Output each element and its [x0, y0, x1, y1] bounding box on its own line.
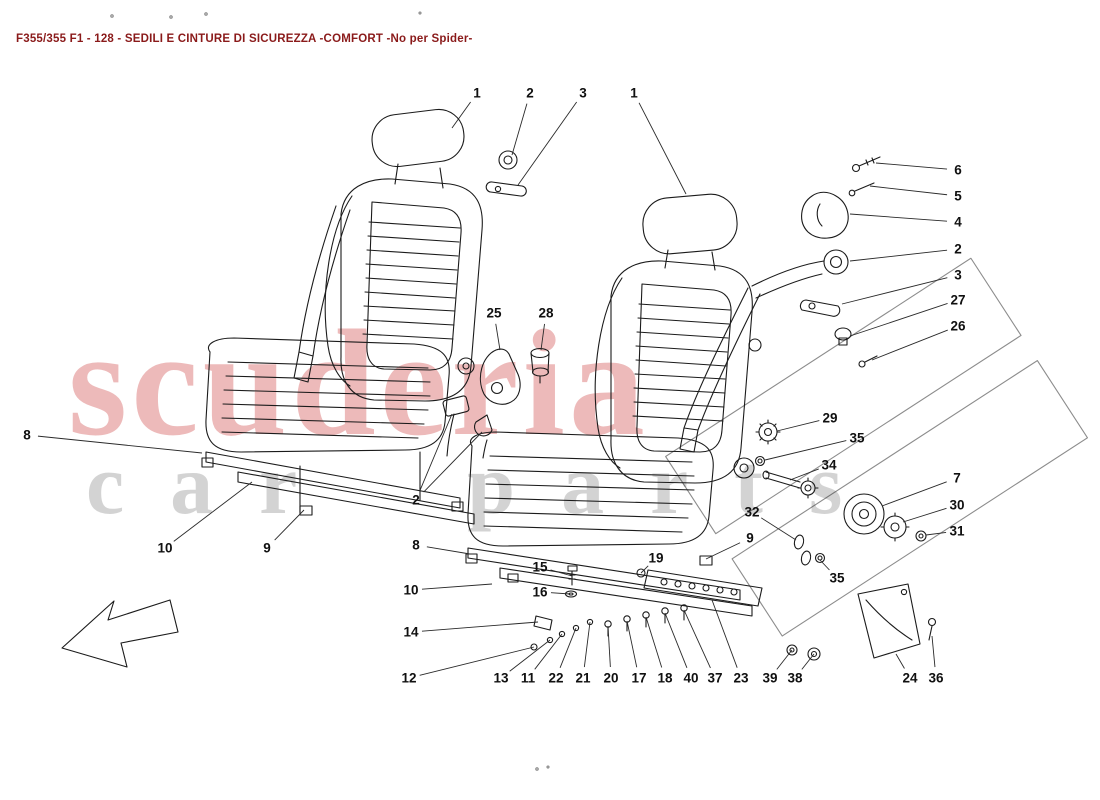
- part-callout-28: 28: [538, 305, 554, 321]
- belt-reel-bracket-left: [485, 150, 527, 197]
- part-callout-25: 25: [486, 305, 502, 321]
- recliner-mechanism: [754, 419, 927, 566]
- part-callout-8: 8: [23, 427, 31, 443]
- part-callout-35: 35: [829, 570, 845, 586]
- part-callout-1: 1: [630, 85, 638, 101]
- part-callout-34: 34: [821, 457, 837, 473]
- part-callout-15: 15: [532, 559, 548, 575]
- part-callout-18: 18: [657, 670, 673, 686]
- part-callout-17: 17: [631, 670, 647, 686]
- seat-right: [465, 193, 825, 617]
- part-callout-2: 2: [412, 492, 420, 508]
- cover-and-knob: [479, 347, 550, 405]
- part-callout-9: 9: [263, 540, 271, 556]
- part-callout-11: 11: [520, 670, 536, 686]
- part-callout-7: 7: [953, 470, 961, 486]
- part-callout-16: 16: [532, 584, 548, 600]
- part-callout-8: 8: [412, 537, 420, 553]
- part-callout-10: 10: [157, 540, 173, 556]
- part-callout-12: 12: [401, 670, 417, 686]
- part-callout-36: 36: [928, 670, 944, 686]
- part-callout-6: 6: [954, 162, 962, 178]
- part-callout-10: 10: [403, 582, 419, 598]
- part-callout-2: 2: [954, 241, 962, 257]
- part-callout-1: 1: [473, 85, 481, 101]
- part-callout-30: 30: [949, 497, 965, 513]
- part-callout-24: 24: [902, 670, 918, 686]
- part-callout-20: 20: [603, 670, 619, 686]
- part-callout-38: 38: [787, 670, 803, 686]
- part-callout-31: 31: [949, 523, 965, 539]
- part-callout-13: 13: [493, 670, 509, 686]
- part-callout-2: 2: [526, 85, 534, 101]
- part-callout-3: 3: [954, 267, 962, 283]
- buckle-center: [442, 395, 493, 459]
- bottom-fasteners: [530, 565, 821, 661]
- part-callout-37: 37: [707, 670, 723, 686]
- part-callout-14: 14: [403, 624, 419, 640]
- part-callout-3: 3: [579, 85, 587, 101]
- part-callout-23: 23: [733, 670, 749, 686]
- checkered-flag-watermark: [665, 257, 1089, 637]
- part-callout-4: 4: [954, 214, 962, 230]
- scan-specks: [110, 11, 550, 771]
- part-callout-22: 22: [548, 670, 564, 686]
- part-callout-21: 21: [575, 670, 591, 686]
- part-callout-29: 29: [822, 410, 838, 426]
- part-callout-27: 27: [950, 292, 966, 308]
- part-callout-5: 5: [954, 188, 962, 204]
- page-title: F355/355 F1 - 128 - SEDILI E CINTURE DI …: [16, 33, 473, 45]
- side-cover-panel: [857, 583, 937, 659]
- seat-left: [201, 108, 483, 525]
- part-callout-40: 40: [683, 670, 699, 686]
- part-callout-39: 39: [762, 670, 778, 686]
- slotted-plate: [643, 569, 763, 607]
- direction-arrow: [61, 599, 179, 668]
- belt-reel-assembly-right: [799, 156, 881, 368]
- part-callout-26: 26: [950, 318, 966, 334]
- part-callout-35: 35: [849, 430, 865, 446]
- part-callout-32: 32: [744, 504, 760, 520]
- part-callout-9: 9: [746, 530, 754, 546]
- part-callout-19: 19: [648, 550, 664, 566]
